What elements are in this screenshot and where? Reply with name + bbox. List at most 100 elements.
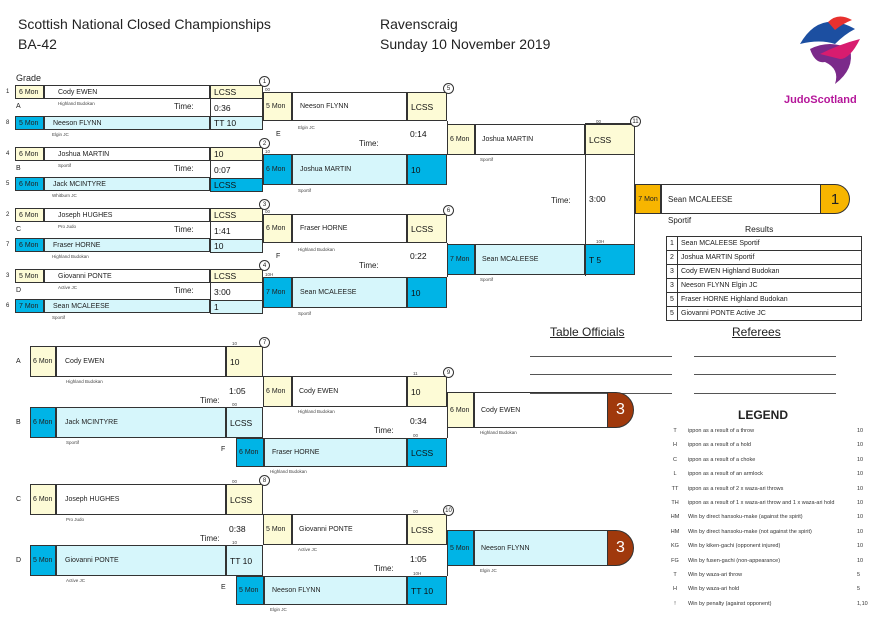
competitor-club: Elgin JC <box>480 568 497 573</box>
competitor-grade: 7 Mon <box>263 277 292 308</box>
time-label: Time: <box>374 564 394 573</box>
logo-emblem-icon <box>800 16 860 84</box>
competitor-grade: 5 Mon <box>236 576 264 605</box>
category-code: BA-42 <box>18 36 57 52</box>
legend-points: 5 <box>857 572 861 578</box>
match-number: 6 <box>443 205 454 216</box>
result-place: 1 <box>667 237 678 250</box>
pool-letter: D <box>16 557 22 564</box>
match-score: 10 <box>210 239 263 253</box>
match-number-final: 11 <box>630 116 641 127</box>
pool-letter: E <box>276 131 281 138</box>
signature-line <box>530 374 672 375</box>
competitor-grade: 6 Mon <box>15 147 44 161</box>
score-detail: 00 <box>265 209 271 214</box>
match-score: TT 10 <box>226 545 263 576</box>
results-title: Results <box>745 224 774 234</box>
table-officials-title: Table Officials <box>550 325 625 339</box>
legend-symbol-icon: L <box>673 471 677 478</box>
competitor-name: Giovanni PONTE <box>292 514 407 545</box>
match-score: LCSS <box>226 484 263 515</box>
legend-points: 10 <box>857 442 864 449</box>
match-number: 1 <box>259 76 270 87</box>
bronze-medal-place: 3 <box>607 392 634 428</box>
legend-description: ippon as a result of an armlock <box>688 471 763 478</box>
pool-letter: C <box>16 496 22 503</box>
competitor-grade: 5 Mon <box>30 545 56 576</box>
result-name: Cody EWEN Highland Budokan <box>681 268 780 275</box>
match-time: 0:14 <box>410 129 427 139</box>
seed-number: 7 <box>6 242 10 248</box>
competitor-club: Sportif <box>52 315 66 320</box>
legend-symbol-icon: HM <box>670 528 680 535</box>
competitor-club: Active JC <box>58 285 78 290</box>
signature-line <box>694 356 836 357</box>
match-number: 3 <box>259 199 270 210</box>
competitor-name: Sean MCALEESE <box>44 299 210 313</box>
competitor-name: Sean MCALEESE <box>292 277 407 308</box>
legend-description: ippon as a result of a throw <box>688 428 755 434</box>
match-number: 4 <box>259 260 270 271</box>
competitor-club: Highland Budokan <box>66 379 103 384</box>
legend-symbol-icon: KG <box>671 543 679 550</box>
match-score: LCSS <box>210 85 263 99</box>
venue: Ravenscraig <box>380 16 458 32</box>
legend-points: 10 <box>857 428 864 434</box>
competitor-club: Highland Budokan <box>52 254 89 259</box>
competitor-club: Sportif <box>480 277 494 282</box>
competitor-name: Neeson FLYNN <box>292 92 407 121</box>
legend-symbol-icon: T <box>673 572 677 578</box>
competitor-name: Fraser HORNE <box>292 214 407 243</box>
signature-line <box>530 393 672 394</box>
result-place: 2 <box>667 251 678 264</box>
legend-symbol-icon: ! <box>674 600 676 607</box>
time-label: Time: <box>359 261 379 270</box>
competitor-club: Elgin JC <box>270 607 287 612</box>
match-score: 10 <box>210 147 263 161</box>
competitor-club: Sportif <box>66 440 80 445</box>
legend-symbol-icon: H <box>673 442 677 449</box>
match-number: 7 <box>259 337 270 348</box>
match-score: LCSS <box>407 214 447 243</box>
result-place: 3 <box>667 265 678 278</box>
competitor-club: Highland Budokan <box>270 469 307 474</box>
signature-line <box>530 356 672 357</box>
competitor-grade: 6 Mon <box>15 208 44 222</box>
competitor-name: Joshua MARTIN <box>475 124 585 155</box>
seed-number: 1 <box>6 89 10 95</box>
competitor-grade: 5 Mon <box>15 269 44 283</box>
pool-letter: E <box>221 584 226 591</box>
legend-symbol-icon: TH <box>671 500 679 506</box>
result-place: 5 <box>667 293 678 306</box>
legend-description: ippon as a result of 1 x waza-ari throw … <box>688 500 835 506</box>
seed-number: 8 <box>6 120 10 126</box>
time-label: Time: <box>200 396 220 405</box>
competitor-name: Sean MCALEESE <box>475 244 585 275</box>
referees-title: Referees <box>732 325 781 339</box>
competitor-club: Sportif <box>298 188 312 193</box>
result-name: Joshua MARTIN Sportif <box>681 254 755 261</box>
seed-number: 3 <box>6 273 10 279</box>
competitor-grade: 6 Mon <box>263 154 292 185</box>
pool-letter: F <box>221 446 226 453</box>
match-number: 9 <box>443 367 454 378</box>
result-place: 5 <box>667 307 678 320</box>
legend-points: 10 <box>857 485 864 492</box>
competitor-club: Sportif <box>298 311 312 316</box>
score-detail: 10H <box>413 571 422 576</box>
competitor-club: Sportif <box>480 157 494 162</box>
competitor-name: Neeson FLYNN <box>474 530 608 566</box>
match-time: 0:36 <box>210 99 263 116</box>
time-label: Time: <box>174 102 194 111</box>
competitor-grade: 6 Mon <box>447 392 474 428</box>
competitor-grade: 7 Mon <box>15 299 44 313</box>
match-score: LCSS <box>407 438 447 467</box>
pool-letter: A <box>16 103 21 110</box>
legend-points: 1,10 <box>857 600 868 607</box>
legend-points: 10 <box>857 500 864 506</box>
competitor-club: Pro Judo <box>58 224 77 229</box>
competitor-club: Active JC <box>298 547 318 552</box>
competitor-club: Pro Judo <box>66 517 85 522</box>
